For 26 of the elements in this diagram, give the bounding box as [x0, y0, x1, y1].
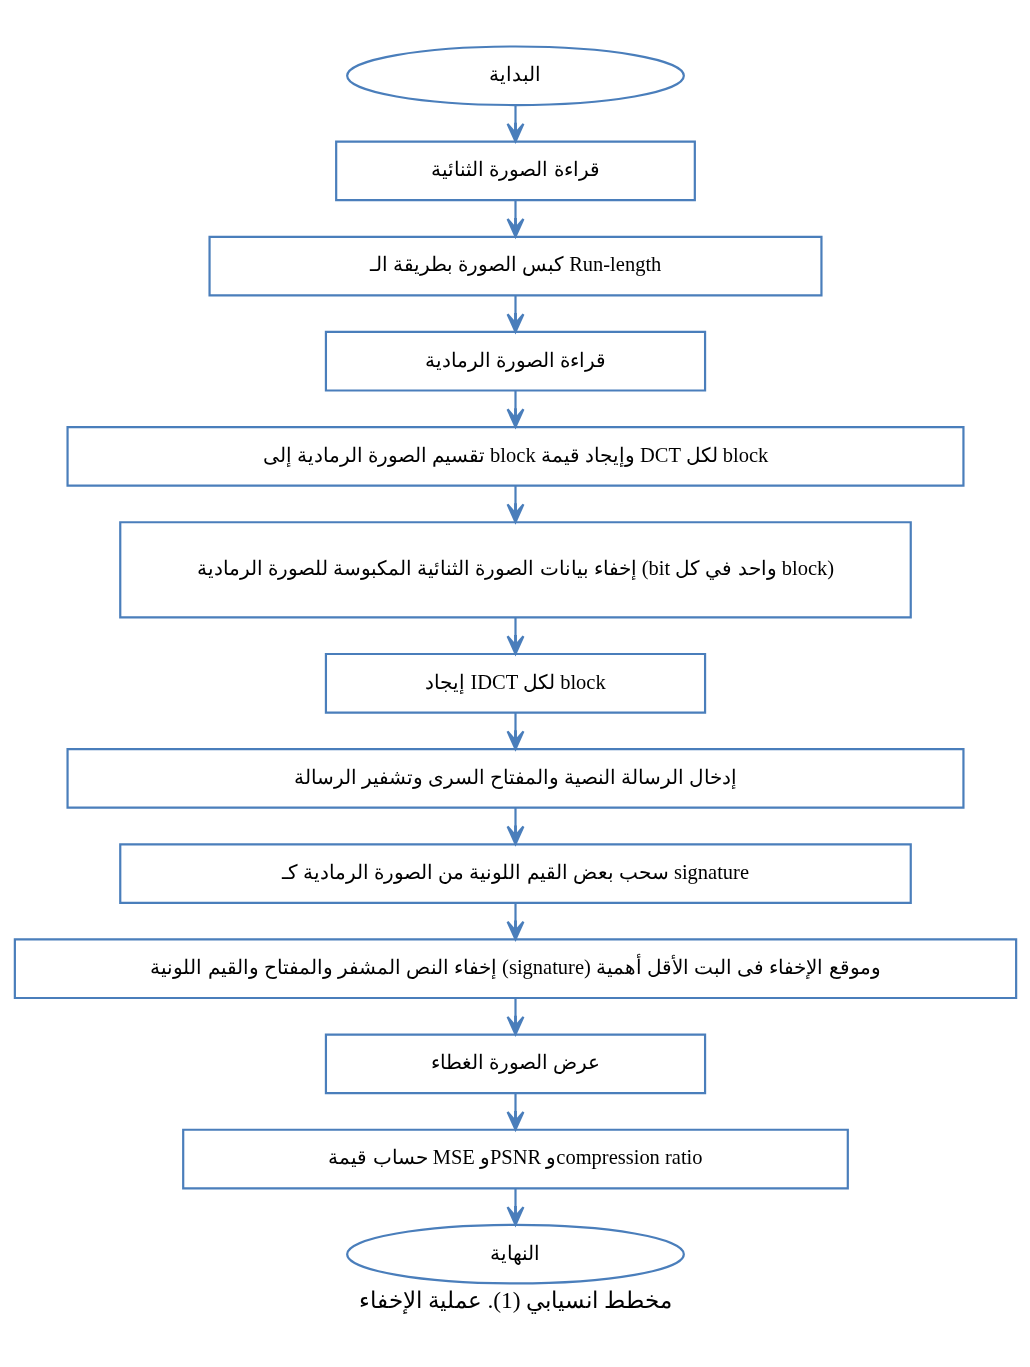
- arrow: [506, 1093, 524, 1131]
- arrow: [506, 485, 524, 523]
- arrow: [506, 104, 524, 143]
- node-box: تقسيم الصورة الرمادية إلى block وإيجاد قيمة DCT لكل block: [65, 425, 965, 487]
- arrow: [506, 200, 524, 238]
- node-box: قراءة الصورة الرمادية: [324, 330, 706, 392]
- arrow: [506, 807, 524, 845]
- node-box: حساب قيمة MSE وPSNR وcompression ratio: [181, 1128, 849, 1189]
- arrow: [506, 902, 524, 940]
- arrow: [506, 295, 524, 333]
- node-box: إخفاء بيانات الصورة الثنائية المكبوسة للصورة الرمادية (bit واحد في كل block): [118, 520, 912, 618]
- node-box: عرض الصورة الغطاء: [324, 1033, 706, 1094]
- arrow: [506, 617, 524, 655]
- node-box: كبس الصورة بطريقة الـ Run-length: [207, 235, 823, 296]
- node-box: إيجاد IDCT لكل block: [324, 652, 706, 714]
- node-ellipse: البداية: [345, 44, 685, 106]
- arrow: [506, 390, 524, 428]
- arrow: [506, 712, 524, 750]
- node-box: إدخال الرسالة النصية والمفتاح السرى وتشفير الرسالة: [65, 747, 965, 809]
- node-box: قراءة الصورة الثنائية: [334, 140, 696, 201]
- node-box: إخفاء النص المشفر والمفتاح والقيم اللونية (signature) وموقع الإخفاء فى البت الأقل أهمية: [13, 937, 1017, 999]
- node-box: سحب بعض القيم اللونية من الصورة الرمادية كـ signature: [118, 842, 912, 904]
- arrow: [506, 1188, 524, 1226]
- arrow: [506, 997, 524, 1035]
- caption: مخطط انسيابي (1). عملية الإخفاء: [358, 1286, 672, 1313]
- node-ellipse: النهاية: [345, 1223, 685, 1285]
